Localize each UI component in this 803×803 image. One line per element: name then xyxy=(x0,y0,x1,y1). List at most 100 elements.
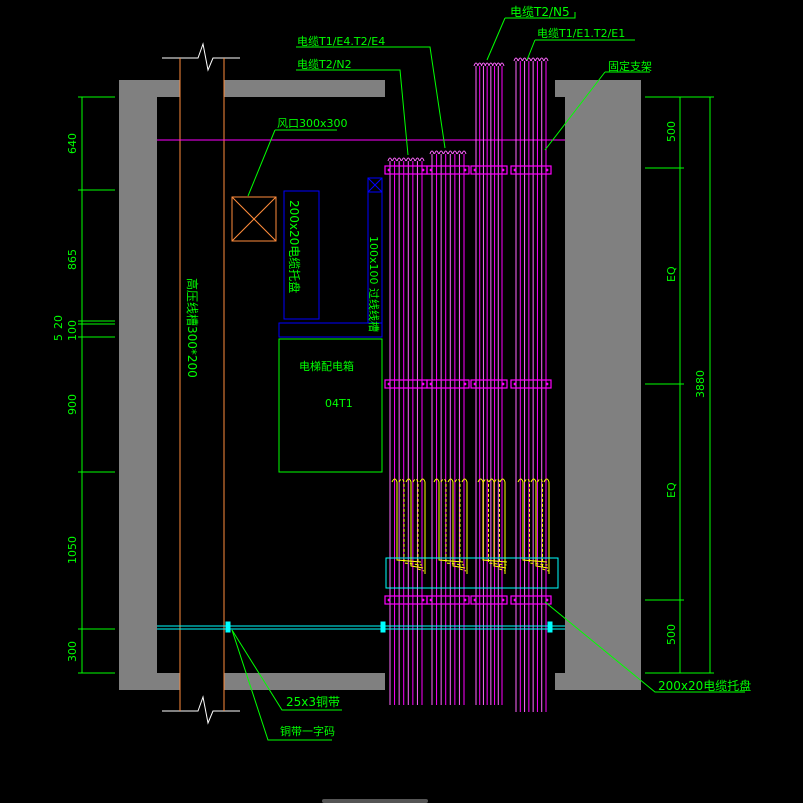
bottom-riser-opening xyxy=(385,672,555,690)
tray-connector xyxy=(278,322,383,338)
fixed-bracket xyxy=(426,165,470,175)
sleeve-line xyxy=(477,478,508,563)
cable-tray-200x20-outline xyxy=(283,190,320,320)
bracket-bolt xyxy=(421,598,425,602)
bracket-bolt xyxy=(463,168,467,172)
cable-end xyxy=(530,57,536,62)
label-tray-200x20: 200x20电缆托盘 xyxy=(287,200,302,293)
leader-t2n5-diagonal xyxy=(486,17,506,61)
fixed-bracket xyxy=(470,379,508,389)
sleeve-group xyxy=(517,478,550,574)
leader-steel-strip xyxy=(231,629,342,711)
cable-end xyxy=(414,157,420,162)
sleeve-line xyxy=(488,478,507,569)
riser-group xyxy=(384,157,428,705)
sleeve-group xyxy=(477,478,508,574)
cable-end xyxy=(419,157,425,162)
dim-left-1050: 1050 xyxy=(66,536,79,564)
sleeve-line xyxy=(483,478,507,566)
sleeve-line xyxy=(391,478,422,563)
label-tray-bottom: 200x20电缆托盘 xyxy=(658,678,751,693)
break-lines xyxy=(162,42,240,725)
dim-left-300: 300 xyxy=(66,641,79,662)
steel-strip xyxy=(157,621,565,633)
bottom-break-line xyxy=(162,695,240,725)
cable-end xyxy=(396,157,402,162)
bracket-bolt xyxy=(473,168,477,172)
bracket-bolt xyxy=(513,598,517,602)
cable-sleeves xyxy=(391,478,550,574)
dim-right-500-top: 500 xyxy=(665,121,678,142)
bracket-bolt xyxy=(513,168,517,172)
bracket-bolt xyxy=(473,598,477,602)
strip-clip-1 xyxy=(225,621,231,633)
sleeve-line xyxy=(537,478,549,572)
horizontal-scrollbar[interactable] xyxy=(322,799,428,803)
dim-left-640: 640 xyxy=(66,133,79,154)
elevator-distribution-box xyxy=(278,338,383,473)
fixed-bracket xyxy=(426,379,470,389)
leader-t1e4 xyxy=(296,46,446,149)
fixed-bracket xyxy=(470,165,508,175)
bracket-bolt xyxy=(501,168,505,172)
sleeve-line xyxy=(405,478,424,569)
riser-group xyxy=(470,62,508,705)
hv-conduit xyxy=(179,58,225,711)
fixed-bracket xyxy=(426,595,470,605)
riser-group xyxy=(426,150,470,705)
label-steel-strip-straight: 铜带一字码 xyxy=(280,724,335,738)
leader-steel-strip-straight xyxy=(231,629,332,741)
bracket-bolt xyxy=(429,168,433,172)
leader-t2n5 xyxy=(505,12,576,19)
bracket-bolt xyxy=(463,598,467,602)
sleeve-line xyxy=(440,478,465,566)
riser-group xyxy=(510,57,552,712)
vent-opening-diagonal-2 xyxy=(231,196,277,242)
label-cable-t1e1: 电缆T1/E1.T2/E1 xyxy=(537,27,625,40)
sleeve-line xyxy=(494,478,506,572)
vent-opening-box xyxy=(231,196,277,242)
trunk-cap-symbol xyxy=(367,177,383,193)
dim-right-3880: 3880 xyxy=(694,370,707,398)
bracket-bolt xyxy=(473,382,477,386)
fixed-bracket xyxy=(510,165,552,175)
cable-end xyxy=(429,150,435,155)
bracket-bolt xyxy=(501,598,505,602)
bracket-bolt xyxy=(387,168,391,172)
cable-end xyxy=(434,150,440,155)
dim-left-20: 20 xyxy=(52,315,65,329)
sleeve-line xyxy=(530,478,549,569)
cable-end xyxy=(461,150,467,155)
bracket-bolt xyxy=(429,382,433,386)
fixed-bracket xyxy=(510,595,552,605)
label-steel-strip: 25x3铜带 xyxy=(286,694,340,709)
bottom-opening xyxy=(180,672,224,690)
label-vent-opening: 风口300x300 xyxy=(277,117,348,130)
top-break-line xyxy=(162,42,240,72)
label-trunk-100x100: 100x100 过线线槽 xyxy=(367,236,381,332)
cable-end xyxy=(526,57,532,62)
sleeve-line xyxy=(419,478,426,574)
bracket-bolt xyxy=(545,382,549,386)
label-elevator-box-title: 电梯配电箱 xyxy=(299,359,354,373)
bracket-bolt xyxy=(421,168,425,172)
label-cable-t2n5: 电缆T2/N5 xyxy=(510,5,570,19)
top-riser-opening xyxy=(385,80,555,98)
dim-right-500-bottom: 500 xyxy=(665,624,678,645)
sleeve-line xyxy=(398,478,423,566)
sleeve-line xyxy=(433,478,464,563)
bracket-bolt xyxy=(545,598,549,602)
leader-t1e1-diagonal xyxy=(526,39,536,61)
leader-vent-opening-diagonal xyxy=(247,129,276,197)
sleeve-line xyxy=(461,478,468,574)
sleeve-line xyxy=(543,478,550,574)
cable-end xyxy=(410,157,416,162)
dim-left-900: 900 xyxy=(66,394,79,415)
sleeve-line xyxy=(499,478,506,574)
dim-left-100: 100 xyxy=(66,320,79,341)
top-opening xyxy=(180,80,224,98)
sleeve-line xyxy=(454,478,467,572)
sleeve-line xyxy=(412,478,425,572)
